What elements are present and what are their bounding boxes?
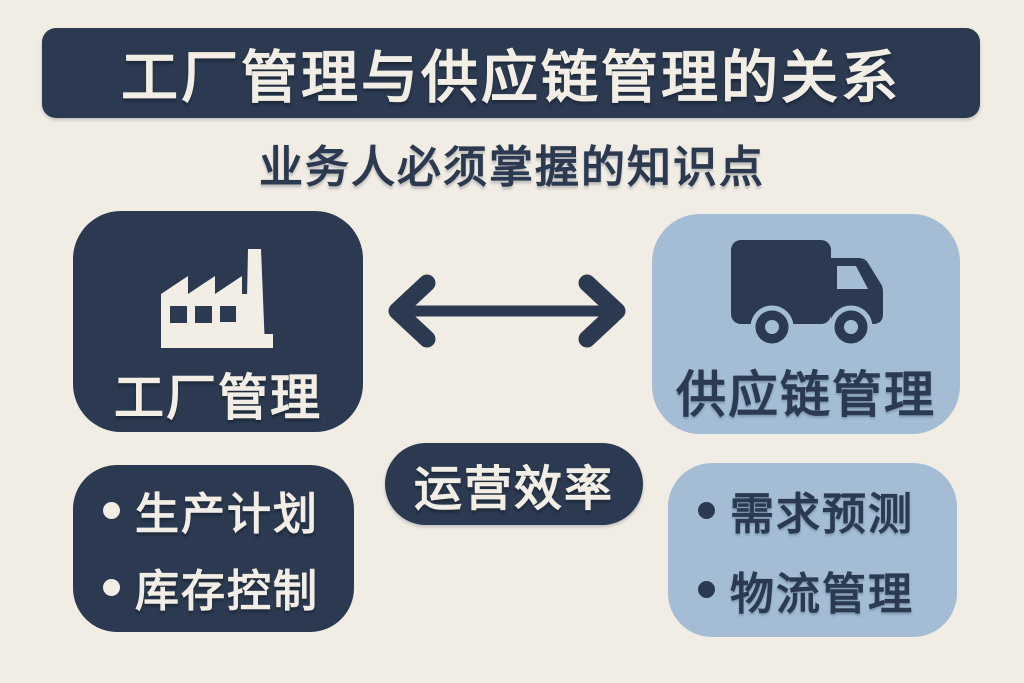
header-bar: 工厂管理与供应链管理的关系 [42, 28, 980, 118]
supply-box-label: 供应链管理 [676, 367, 936, 423]
bullet-dot-icon [698, 581, 715, 599]
efficiency-badge-label: 运营效率 [413, 463, 614, 516]
operational-efficiency-badge: 运营效率 [385, 443, 643, 525]
list-item: 库存控制 [103, 555, 354, 619]
list-item: 需求预测 [698, 478, 957, 542]
page-title: 工厂管理与供应链管理的关系 [121, 46, 901, 110]
double-arrow-icon [383, 274, 631, 348]
bullet-dot-icon [698, 501, 715, 519]
point-text: 生产计划 [135, 490, 319, 539]
supply-points-box: 需求预测 物流管理 [668, 463, 957, 637]
list-item: 生产计划 [103, 478, 354, 542]
point-text: 需求预测 [730, 490, 914, 540]
bullet-dot-icon [103, 578, 120, 596]
factory-management-box: 工厂管理 [73, 211, 363, 432]
factory-box-label: 工厂管理 [114, 370, 322, 426]
list-item: 物流管理 [698, 558, 957, 622]
point-text: 库存控制 [135, 567, 319, 616]
factory-points-box: 生产计划 库存控制 [73, 465, 354, 632]
page-subtitle: 业务人必须掌握的知识点 [259, 143, 765, 192]
truck-icon [725, 232, 887, 355]
bullet-dot-icon [103, 501, 120, 519]
supply-chain-box: 供应链管理 [652, 214, 960, 434]
point-text: 物流管理 [730, 569, 914, 619]
factory-icon [151, 235, 286, 358]
